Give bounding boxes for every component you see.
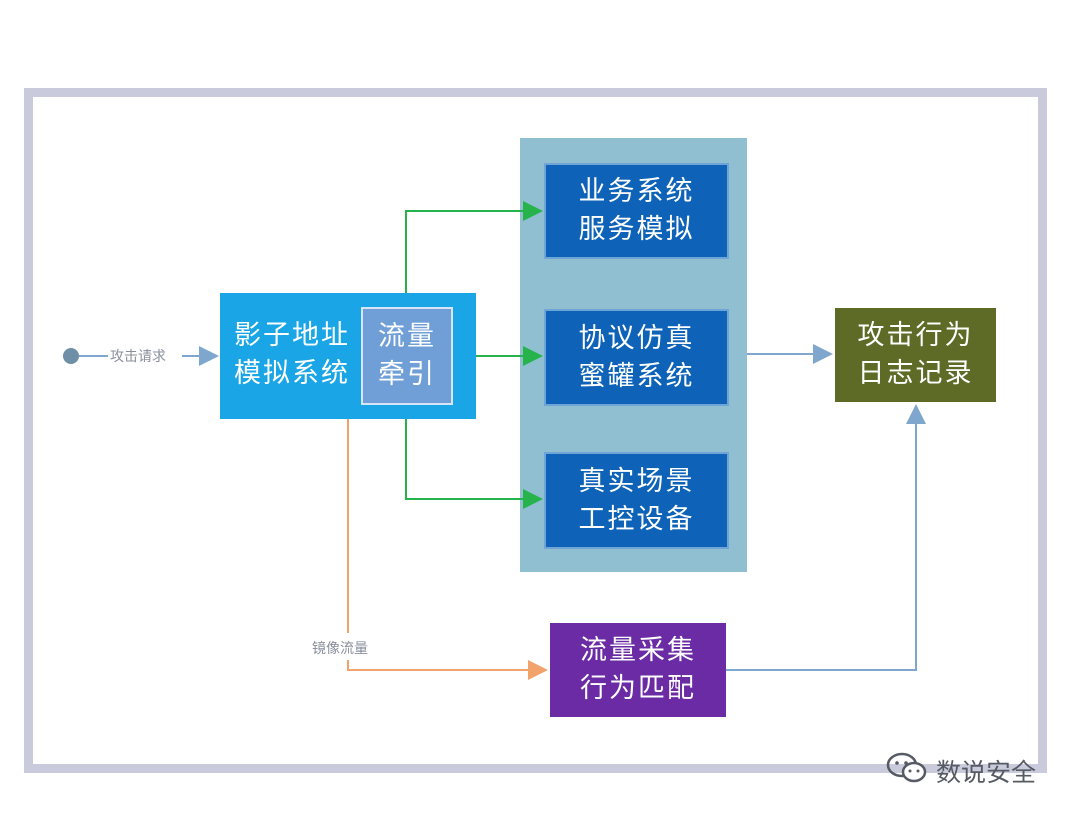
traction-line2: 牵引 <box>378 359 436 390</box>
ics-device-box: 真实场景 工控设备 <box>544 452 729 549</box>
honeypot-line1: 协议仿真 <box>578 322 695 354</box>
business-line2: 服务模拟 <box>578 214 695 245</box>
traffic-traction-box: 流量 牵引 <box>361 307 453 405</box>
mirror-traffic-label: 镜像流量 <box>312 641 368 657</box>
shadow-line2: 模拟系统 <box>234 358 350 389</box>
traction-line1: 流量 <box>378 321 436 352</box>
watermark-text: 数说安全 <box>936 758 1037 787</box>
collect-line2: 行为匹配 <box>580 673 696 704</box>
mirror-arrow <box>347 660 548 680</box>
arrow-to-business <box>405 201 543 293</box>
log-line1: 攻击行为 <box>857 320 974 351</box>
business-service-box: 业务系统 服务模拟 <box>544 163 729 259</box>
arrow-to-ics <box>405 419 543 509</box>
ics-line1: 真实场景 <box>578 465 695 497</box>
honeypot-line2: 蜜罐系统 <box>578 360 695 392</box>
collect-line1: 流量采集 <box>580 635 696 666</box>
watermark: 数说安全 <box>886 752 1036 790</box>
shadow-line1: 影子地址 <box>234 320 350 351</box>
honeypot-box: 协议仿真 蜜罐系统 <box>544 309 729 406</box>
ics-line2: 工控设备 <box>578 503 695 535</box>
log-line2: 日志记录 <box>857 358 974 389</box>
traffic-collect-box: 流量采集 行为匹配 <box>550 623 726 717</box>
business-line1: 业务系统 <box>578 176 695 207</box>
arrow-collect-to-log <box>726 404 926 671</box>
wechat-icon <box>886 752 928 790</box>
attack-request-label: 攻击请求 <box>110 349 166 365</box>
start-dot <box>63 348 79 364</box>
attack-log-box: 攻击行为 日志记录 <box>835 308 996 402</box>
